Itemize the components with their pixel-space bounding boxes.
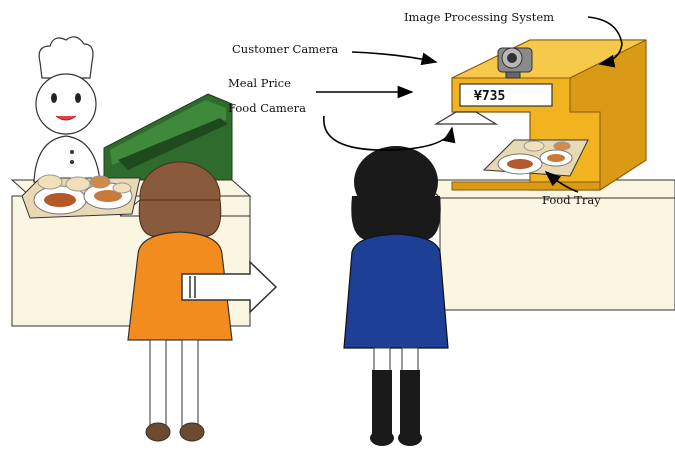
food-tray-icon <box>484 140 588 176</box>
price-display: ¥735 <box>474 89 505 104</box>
label-food-camera: Food Camera <box>228 101 306 115</box>
label-customer-camera: Customer Camera <box>232 42 338 56</box>
label-food-tray: Food Tray <box>542 193 601 207</box>
customer-orange-dress <box>128 162 232 441</box>
serving-food-tray <box>22 175 140 218</box>
label-meal-price: Meal Price <box>228 76 291 90</box>
customer-blue-dress <box>344 146 448 446</box>
food-camera-lens <box>436 112 496 124</box>
chef-icon <box>34 37 100 182</box>
label-image-processing-system: Image Processing System <box>404 10 554 24</box>
